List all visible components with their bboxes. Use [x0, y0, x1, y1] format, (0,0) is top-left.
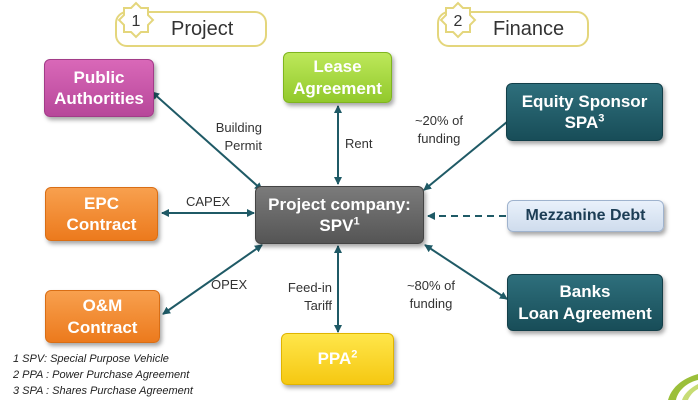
equity-line2: SPA — [564, 113, 599, 132]
epc-line2: Contract — [66, 215, 137, 234]
public-authorities-line2: Authorities — [54, 89, 144, 108]
arrow-banks — [424, 244, 508, 300]
box-public-authorities: Public Authorities — [44, 59, 154, 117]
debt-funding-line2: funding — [409, 295, 453, 311]
header-project-badge-icon: 1 — [117, 1, 155, 39]
lease-line1: Lease — [313, 57, 362, 77]
mezzanine-text: Mezzanine Debt — [525, 207, 646, 224]
box-equity-sponsor: Equity Sponsor SPA3 — [506, 83, 663, 141]
feed-in-line1: Feed-in — [287, 280, 332, 295]
box-mezzanine-debt: Mezzanine Debt — [507, 200, 664, 232]
ppa-footnote-ref: 2 — [351, 348, 358, 361]
equity-funding-line1: ~20% of — [414, 113, 464, 128]
box-lease-agreement: Lease Agreement — [283, 52, 392, 103]
equity-footnote-ref: 3 — [598, 112, 605, 125]
header-finance-number: 2 — [454, 13, 463, 30]
footnote-spa: 3 SPA : Shares Purchase Agreement — [13, 385, 193, 397]
label-rent: Rent — [345, 136, 373, 151]
building-permit-line1: Building — [215, 120, 262, 135]
box-project-company: Project company: SPV1 — [255, 186, 424, 244]
header-project-label: Project — [171, 17, 234, 40]
building-permit-line2: Permit — [224, 137, 262, 153]
footnote-spv: 1 SPV: Special Purpose Vehicle — [13, 353, 169, 365]
center-line2: SPV — [319, 216, 354, 235]
banks-line1: Banks — [559, 282, 611, 302]
label-capex: CAPEX — [186, 194, 231, 209]
footnote-ppa: 2 PPA : Power Purchase Agreement — [13, 369, 190, 381]
om-line2: Contract — [67, 317, 138, 337]
label-feed-in-tariff: Feed-in Tariff — [278, 279, 332, 314]
banks-line2: Loan Agreement — [518, 303, 652, 323]
arrow-public-authorities — [151, 91, 263, 191]
equity-line1: Equity Sponsor — [521, 91, 648, 111]
label-equity-funding: ~20% of funding — [407, 112, 471, 147]
public-authorities-line1: Public — [73, 67, 125, 87]
epc-line1: EPC — [84, 193, 119, 213]
leaf-logo-icon — [668, 374, 698, 400]
lease-line2: Agreement — [293, 78, 382, 98]
header-finance-label: Finance — [493, 17, 565, 40]
feed-in-line2: Tariff — [304, 297, 332, 313]
box-om-contract: O&M Contract — [45, 290, 160, 343]
label-building-permit: Building Permit — [196, 119, 262, 154]
center-footnote-ref: 1 — [353, 215, 360, 228]
box-ppa: PPA2 — [281, 333, 394, 385]
box-epc-contract: EPC Contract — [45, 187, 158, 241]
om-line1: O&M — [82, 296, 123, 316]
arrow-om — [162, 244, 263, 315]
label-opex: OPEX — [211, 277, 248, 292]
arrow-equity — [423, 116, 514, 191]
debt-funding-line1: ~80% of — [406, 278, 456, 293]
box-banks-loan: Banks Loan Agreement — [507, 274, 663, 331]
center-line1: Project company: — [268, 194, 411, 214]
equity-funding-line2: funding — [417, 130, 461, 146]
header-finance-badge-icon: 2 — [439, 1, 477, 39]
header-project-number: 1 — [132, 13, 141, 30]
ppa-text: PPA — [317, 349, 352, 369]
footnotes: 1 SPV: Special Purpose Vehicle 2 PPA : P… — [13, 351, 193, 399]
label-debt-funding: ~80% of funding — [399, 277, 463, 312]
